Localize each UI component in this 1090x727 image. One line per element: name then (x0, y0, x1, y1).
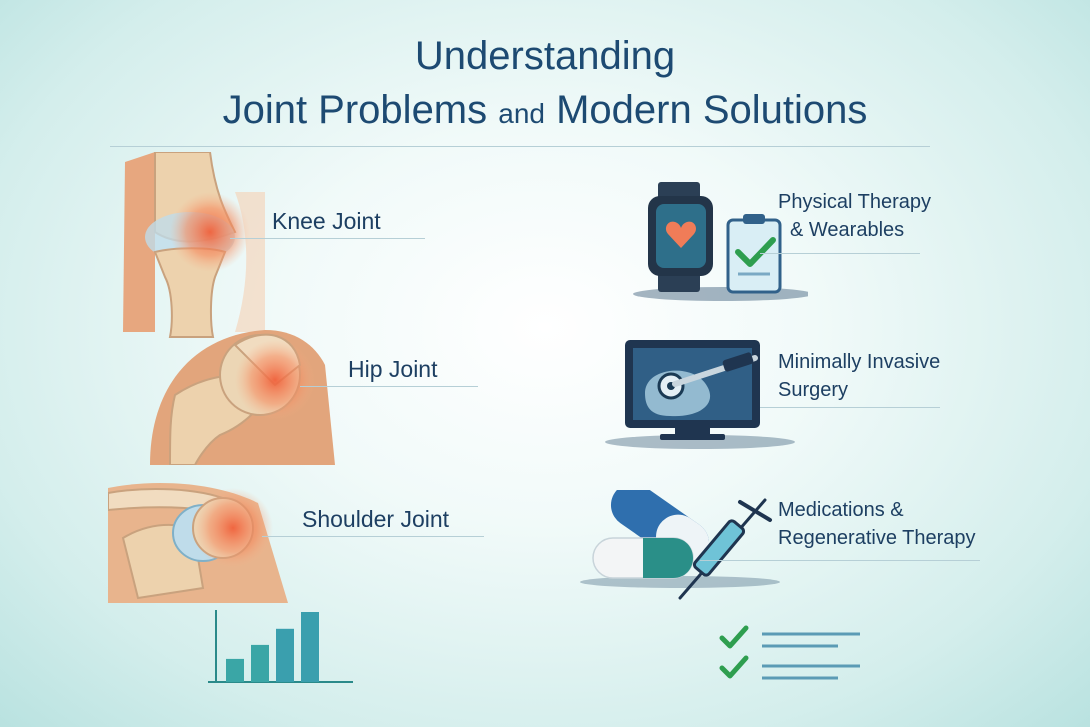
knee-joint-icon (123, 152, 265, 338)
bar-chart-bar-1 (226, 658, 244, 682)
solution-3-leader (700, 560, 980, 561)
hip-joint-label: Hip Joint (348, 356, 438, 382)
bar-chart-bar-2 (251, 644, 269, 682)
bar-chart-bar-3 (276, 628, 294, 682)
solution-1-leader (760, 253, 920, 254)
smartwatch-clipboard-icon (633, 182, 808, 301)
knee-joint-leader (230, 238, 425, 239)
shoulder-joint-leader (262, 536, 484, 537)
shoulder-joint-icon (108, 483, 288, 603)
solution-3-line2: Regenerative Therapy (778, 527, 976, 549)
monitor-surgery-icon (605, 340, 795, 449)
hip-joint-icon (150, 330, 335, 465)
solution-1-line2: & Wearables (790, 219, 905, 241)
page-title-line2: Joint Problems and Modern Solutions (0, 88, 1090, 133)
checklist-icon (719, 625, 860, 680)
title-part1: Joint Problems (222, 88, 488, 132)
knee-joint-label: Knee Joint (272, 208, 381, 234)
title-divider (110, 146, 930, 147)
title-connector: and (498, 98, 545, 129)
solution-2-leader (760, 407, 940, 408)
title-part2: Modern Solutions (556, 88, 868, 132)
solution-2-line2: Surgery (778, 379, 849, 401)
bar-chart-icon (208, 610, 353, 683)
bar-chart-bar-4 (301, 612, 319, 682)
solution-1-line1: Physical Therapy (778, 191, 932, 213)
capsule-syringe-icon (580, 490, 780, 600)
solution-3-line1: Medications & (778, 499, 904, 521)
shoulder-joint-label: Shoulder Joint (302, 506, 450, 532)
page-title-line1: Understanding (414, 34, 676, 78)
hip-joint-leader (300, 386, 478, 387)
solution-2-line1: Minimally Invasive (778, 351, 941, 373)
